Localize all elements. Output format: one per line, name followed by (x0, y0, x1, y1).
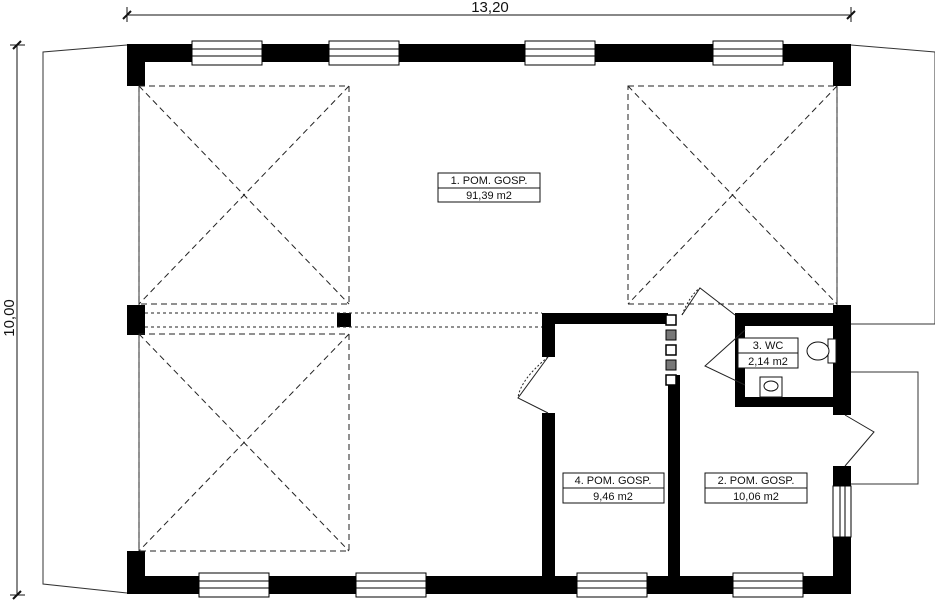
room-3-name: 3. WC (753, 340, 784, 352)
room-label-4: 4. POM. GOSP. 9,46 m2 (562, 472, 665, 504)
doors (517, 287, 875, 467)
room-label-3: 3. WC 2,14 m2 (737, 337, 799, 369)
room-2-name: 2. POM. GOSP. (718, 475, 795, 487)
windows (191, 40, 852, 598)
width-dimension (122, 7, 856, 22)
toilet-icon (806, 338, 837, 364)
room-4-name: 4. POM. GOSP. (575, 475, 652, 487)
room-2-area: 10,06 m2 (733, 491, 779, 503)
room-4-area: 9,46 m2 (593, 491, 633, 503)
room-1-area: 91,39 m2 (466, 190, 512, 202)
room-label-1: 1. POM. GOSP. 91,39 m2 (437, 172, 541, 203)
walls (127, 44, 851, 594)
height-dimension-label: 10,00 (1, 299, 18, 337)
height-dimension (10, 40, 25, 600)
door-openings (138, 85, 838, 552)
masonry-blocks (665, 314, 677, 386)
room-1-name: 1. POM. GOSP. (451, 175, 528, 187)
room-label-2: 2. POM. GOSP. 10,06 m2 (704, 472, 808, 504)
sink-icon (759, 376, 783, 398)
width-dimension-label: 13,20 (471, 0, 509, 16)
room-3-area: 2,14 m2 (748, 356, 788, 368)
